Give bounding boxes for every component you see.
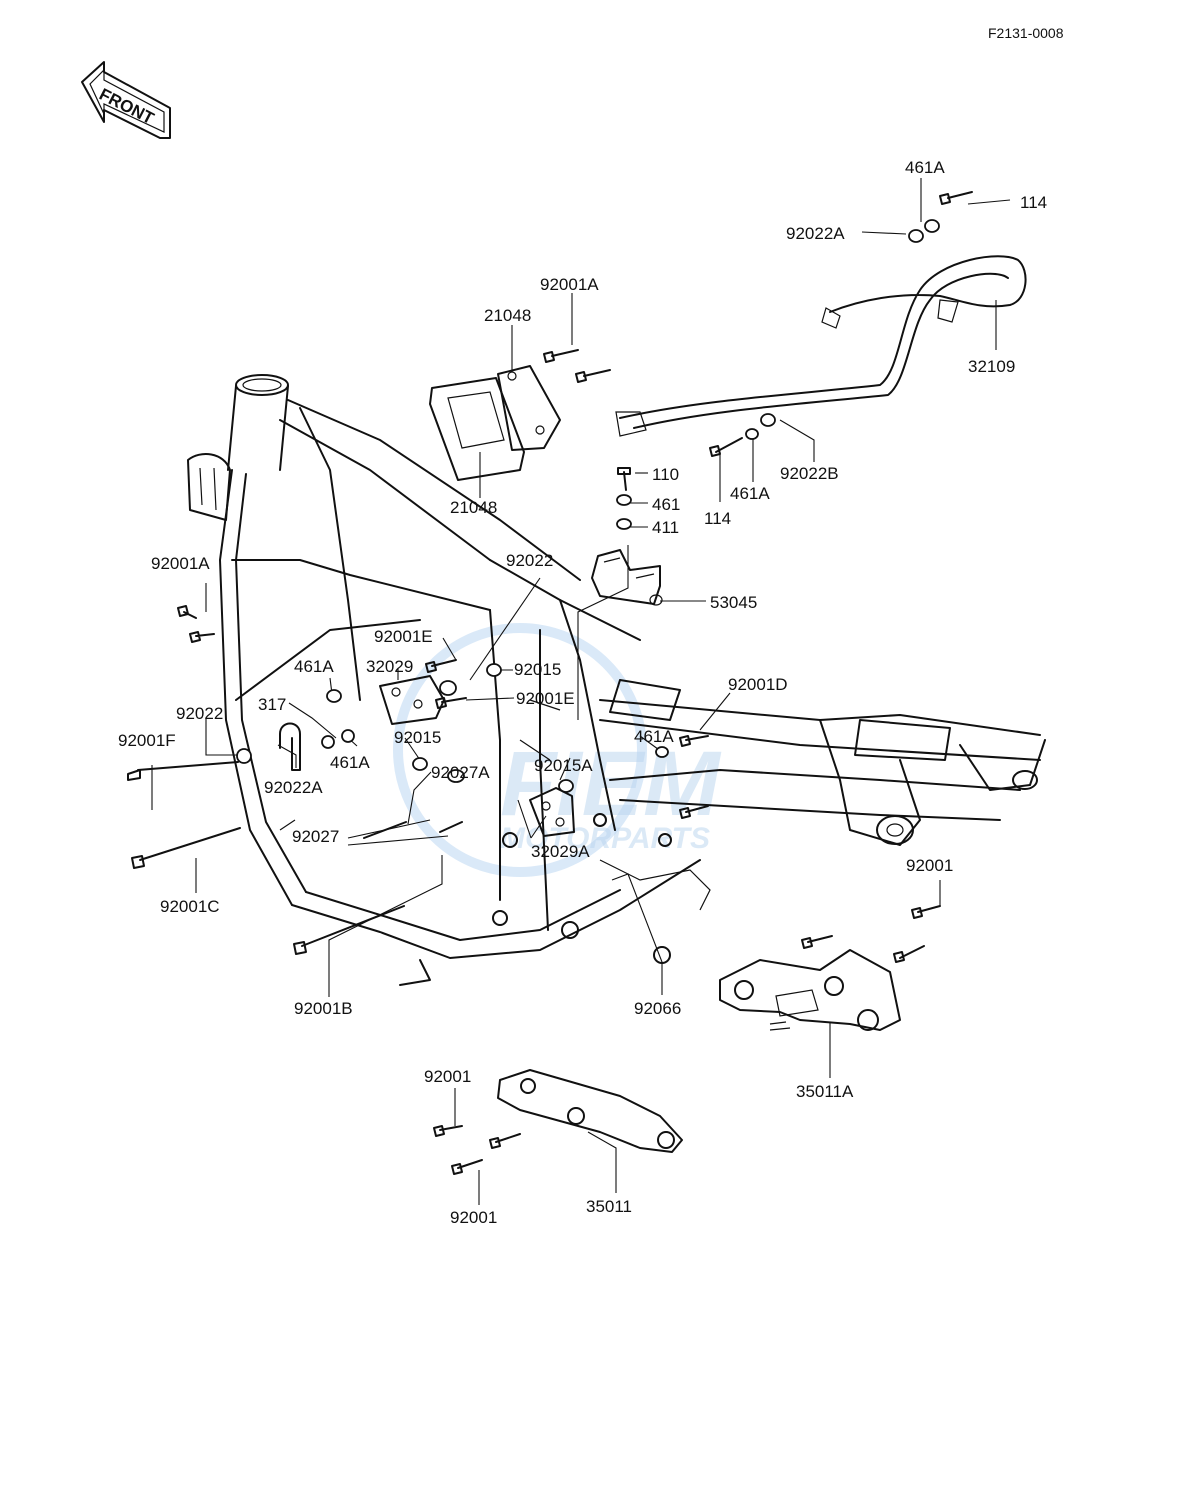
bracket-53045-icon bbox=[591, 549, 663, 606]
bolt-92001F-icon bbox=[127, 761, 239, 781]
callout-label: 92001 bbox=[424, 1067, 471, 1086]
callout-label: 92001A bbox=[540, 275, 599, 294]
callout-label: 92001 bbox=[906, 856, 953, 875]
callout-label: 92027A bbox=[431, 763, 490, 782]
clamp-317-icon bbox=[279, 722, 301, 771]
callout-label: 92022A bbox=[264, 778, 323, 797]
callout-label: 461 bbox=[652, 495, 680, 514]
callout-label: 92001D bbox=[728, 675, 788, 694]
callout-label: 32029 bbox=[366, 657, 413, 676]
callout-label: 32109 bbox=[968, 357, 1015, 376]
callout-labels: 461A 114 92022A 32109 92001A 21048 21048… bbox=[118, 158, 1047, 1227]
callout-label: 92022B bbox=[780, 464, 839, 483]
callout-label: 110 bbox=[652, 465, 679, 484]
callout-label: 92001 bbox=[450, 1208, 497, 1227]
callout-label: 92027 bbox=[292, 827, 339, 846]
callout-label: 317 bbox=[258, 695, 286, 714]
callout-label: 461A bbox=[905, 158, 945, 177]
callout-label: 92001B bbox=[294, 999, 353, 1018]
bolt-92001C-icon bbox=[131, 827, 241, 869]
callout-label: 35011A bbox=[796, 1082, 854, 1101]
callout-label: 92066 bbox=[634, 999, 681, 1018]
motorcycle-frame bbox=[187, 374, 1046, 986]
callout-label: 92015A bbox=[534, 756, 593, 775]
callout-label: 461A bbox=[634, 727, 674, 746]
callout-label: 92015 bbox=[514, 660, 561, 679]
callout-label: 411 bbox=[652, 518, 679, 537]
callout-label: 114 bbox=[704, 509, 731, 528]
engine-mount-35011-icon bbox=[497, 1069, 683, 1153]
front-arrow-icon: FRONT bbox=[81, 61, 171, 139]
guard-32109-icon bbox=[615, 255, 1027, 437]
bolt-92001B-icon bbox=[293, 905, 405, 955]
callout-label: 92001E bbox=[374, 627, 433, 646]
callout-label: 92015 bbox=[394, 728, 441, 747]
cap-92066-icon bbox=[653, 946, 671, 964]
bolt-icons bbox=[177, 191, 973, 1175]
callout-label: 21048 bbox=[450, 498, 497, 517]
plate-32029A-icon bbox=[529, 787, 575, 837]
callout-label: 92022A bbox=[786, 224, 845, 243]
plate-21048-icon bbox=[429, 365, 561, 481]
callout-label: 21048 bbox=[484, 306, 531, 325]
callout-label: 92001F bbox=[118, 731, 176, 750]
callout-label: 32029A bbox=[531, 842, 590, 861]
hardware-parts bbox=[127, 191, 1027, 1175]
callout-label: 92001E bbox=[516, 689, 575, 708]
callout-label: 461A bbox=[730, 484, 770, 503]
callout-label: 92001A bbox=[151, 554, 210, 573]
plate-32029-icon bbox=[379, 675, 445, 725]
callout-label: 92022 bbox=[176, 704, 223, 723]
callout-label: 92001C bbox=[160, 897, 220, 916]
watermark-tagline: MOTORPARTS bbox=[500, 822, 710, 855]
engine-mount-35011A-icon bbox=[719, 949, 901, 1031]
leader-lines bbox=[151, 178, 1011, 1205]
callout-label: 92022 bbox=[506, 551, 553, 570]
callout-label: 53045 bbox=[710, 593, 757, 612]
callout-label: 461A bbox=[330, 753, 370, 772]
callout-label: 461A bbox=[294, 657, 334, 676]
diagram-code: F2131-0008 bbox=[988, 25, 1064, 41]
callout-label: 35011 bbox=[586, 1197, 632, 1216]
washer-icons bbox=[236, 219, 940, 793]
callout-label: 114 bbox=[1020, 193, 1047, 212]
